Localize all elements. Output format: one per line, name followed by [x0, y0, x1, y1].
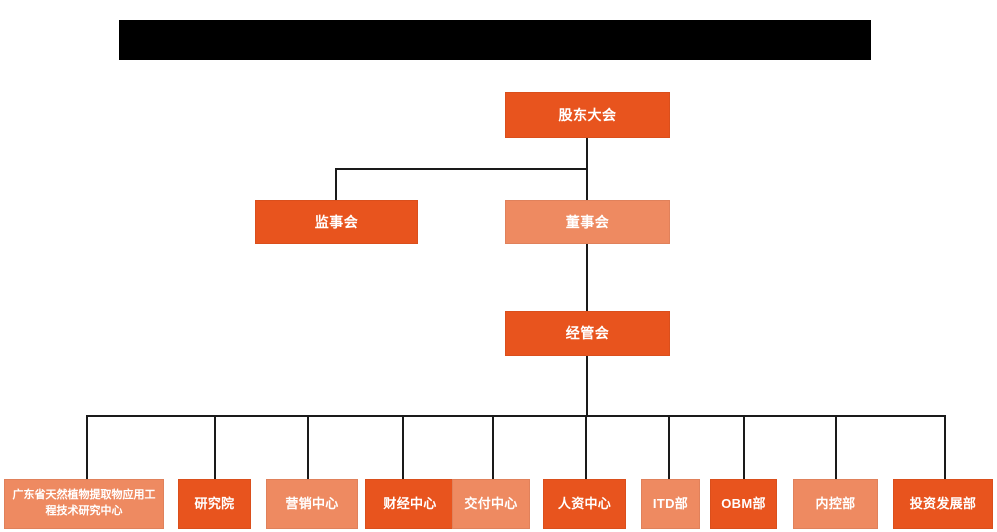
node-label: 监事会: [314, 213, 359, 230]
node-marketing-center[interactable]: 营销中心: [266, 479, 358, 529]
node-label: 营销中心: [285, 496, 339, 512]
node-finance-center[interactable]: 财经中心: [365, 479, 455, 529]
node-guangdong-research-center[interactable]: 广东省天然植物提取物应用工程技术研究中心: [4, 479, 164, 529]
redacted-title-bar: [119, 20, 871, 60]
node-investment-development-department[interactable]: 投资发展部: [893, 479, 993, 529]
connector-board-to-management: [586, 244, 588, 311]
connector-management-down: [586, 356, 588, 417]
connector-to-board-of-directors: [586, 168, 588, 201]
node-supervisory-board[interactable]: 监事会: [255, 200, 418, 244]
connector-drop-9: [835, 415, 837, 480]
node-board-of-directors[interactable]: 董事会: [505, 200, 670, 244]
node-label: 内控部: [815, 496, 856, 512]
node-label: 广东省天然植物提取物应用工程技术研究中心: [12, 489, 156, 517]
connector-level1-bus: [335, 168, 588, 170]
node-label: ITD部: [652, 496, 689, 512]
node-delivery-center[interactable]: 交付中心: [452, 479, 530, 529]
connector-drop-2: [214, 415, 216, 480]
connector-drop-7: [668, 415, 670, 480]
connector-drop-8: [743, 415, 745, 480]
connector-drop-10: [944, 415, 946, 480]
connector-drop-5: [492, 415, 494, 480]
connector-drop-1: [86, 415, 88, 480]
node-obm-department[interactable]: OBM部: [710, 479, 777, 529]
connector-drop-6: [585, 415, 587, 480]
connector-departments-bus: [86, 415, 945, 417]
node-label: 股东大会: [558, 106, 617, 123]
connector-drop-3: [307, 415, 309, 480]
node-research-institute[interactable]: 研究院: [178, 479, 251, 529]
node-label: 财经中心: [383, 496, 437, 512]
connector-to-supervisory-board: [335, 168, 337, 201]
node-label: OBM部: [721, 496, 766, 512]
node-itd-department[interactable]: ITD部: [641, 479, 700, 529]
node-label: 董事会: [565, 213, 610, 230]
node-label: 人资中心: [557, 496, 612, 512]
node-label: 投资发展部: [909, 496, 977, 512]
node-label: 经管会: [565, 325, 610, 342]
connector-drop-4: [402, 415, 404, 480]
node-management-committee[interactable]: 经管会: [505, 311, 670, 356]
node-internal-control-department[interactable]: 内控部: [793, 479, 878, 529]
connector-level1-down: [586, 138, 588, 169]
node-label: 交付中心: [464, 496, 518, 512]
node-label: 研究院: [194, 496, 235, 512]
node-human-resources-center[interactable]: 人资中心: [543, 479, 626, 529]
node-shareholders-meeting[interactable]: 股东大会: [505, 92, 670, 138]
